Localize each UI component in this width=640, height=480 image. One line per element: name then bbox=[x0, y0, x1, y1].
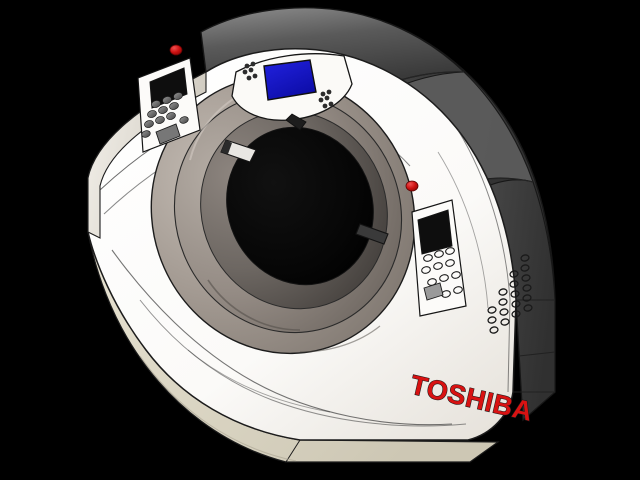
left-panel-display[interactable] bbox=[149, 67, 188, 109]
right-status-indicator bbox=[405, 180, 419, 192]
display-mount-bracket bbox=[285, 113, 307, 131]
gantry-status-display[interactable] bbox=[263, 59, 317, 101]
top-display-module[interactable] bbox=[231, 53, 353, 131]
left-alignment-tab bbox=[220, 139, 257, 163]
right-panel-keypad[interactable] bbox=[421, 247, 463, 298]
patient-bore bbox=[150, 75, 416, 355]
right-panel-display[interactable] bbox=[417, 209, 453, 255]
right-alignment-tab bbox=[355, 223, 389, 245]
gantry-rear-cover bbox=[200, 7, 556, 422]
left-control-panel[interactable] bbox=[137, 44, 201, 153]
right-panel-main-button[interactable] bbox=[423, 282, 444, 301]
top-keypad-left[interactable] bbox=[242, 61, 258, 81]
ventilation-grille bbox=[487, 254, 533, 334]
left-status-indicator bbox=[169, 44, 183, 56]
left-panel-main-button[interactable] bbox=[155, 123, 181, 145]
left-panel-keypad[interactable] bbox=[141, 91, 189, 138]
bore-opening bbox=[226, 126, 374, 286]
right-control-panel[interactable] bbox=[405, 180, 467, 317]
top-keypad-right[interactable] bbox=[318, 89, 334, 109]
